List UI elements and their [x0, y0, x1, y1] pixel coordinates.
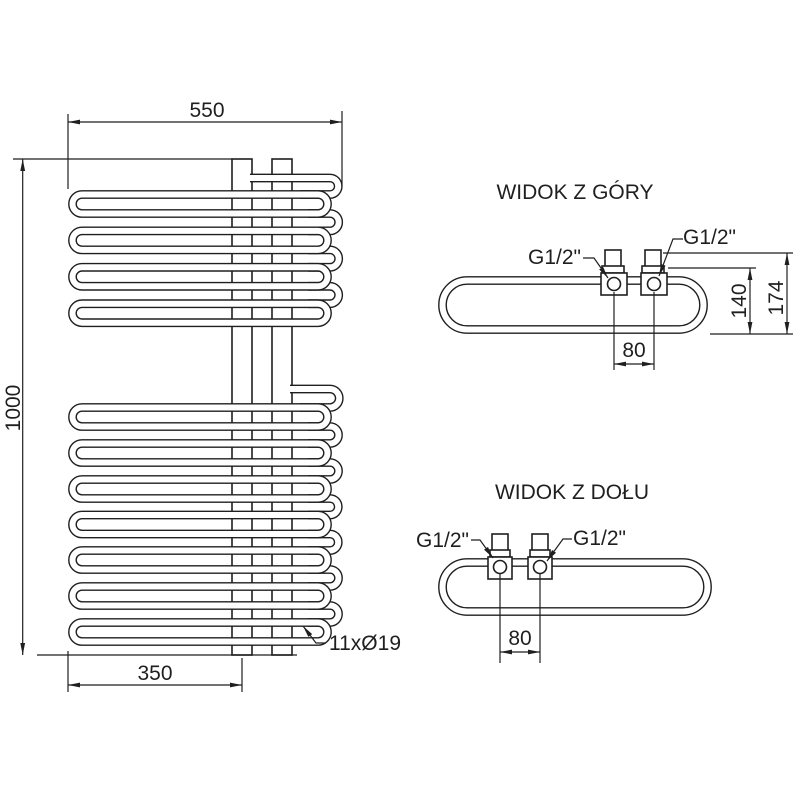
bottom-view-oval-tube — [438, 558, 712, 616]
tube-callout-label: 11xØ19 — [329, 632, 401, 655]
front-return-bends — [308, 209, 344, 627]
bottom-view-title: WIDOK Z DOŁU — [495, 481, 649, 504]
front-dimensions: 550 1000 350 11xØ19 — [2, 99, 401, 692]
top-dim-140-label: 140 — [728, 283, 751, 318]
top-view-title: WIDOK Z GÓRY — [496, 181, 653, 204]
front-coil-loops — [68, 190, 332, 646]
top-dim-80-label: 80 — [622, 339, 645, 362]
top-view-valves — [600, 249, 668, 296]
top-view-dimensions: G1/2" G1/2" 80 140 174 — [528, 226, 793, 370]
bottom-dim-80-label: 80 — [508, 627, 531, 650]
bottom-view-dimensions: G1/2" G1/2" 80 — [416, 527, 626, 663]
dim-1000-label: 1000 — [2, 385, 25, 432]
top-dim-174-label: 174 — [765, 280, 788, 315]
front-connector-tubes — [250, 173, 344, 412]
bottom-view: WIDOK Z DOŁU G1/2" G1/2" 80 — [416, 481, 712, 663]
dim-350-label: 350 — [137, 662, 172, 685]
bottom-view-valves — [487, 533, 553, 580]
bottom-thread-right-label: G1/2" — [573, 527, 626, 550]
top-view: WIDOK Z GÓRY G1/2" G1/2" 80 — [438, 181, 793, 370]
front-view: 550 1000 350 11xØ19 — [2, 99, 401, 692]
top-view-oval-tube — [438, 276, 708, 334]
top-thread-left-label: G1/2" — [528, 246, 581, 269]
dim-550-label: 550 — [189, 99, 224, 122]
bottom-thread-left-label: G1/2" — [416, 529, 469, 552]
top-thread-right-label: G1/2" — [683, 226, 736, 249]
